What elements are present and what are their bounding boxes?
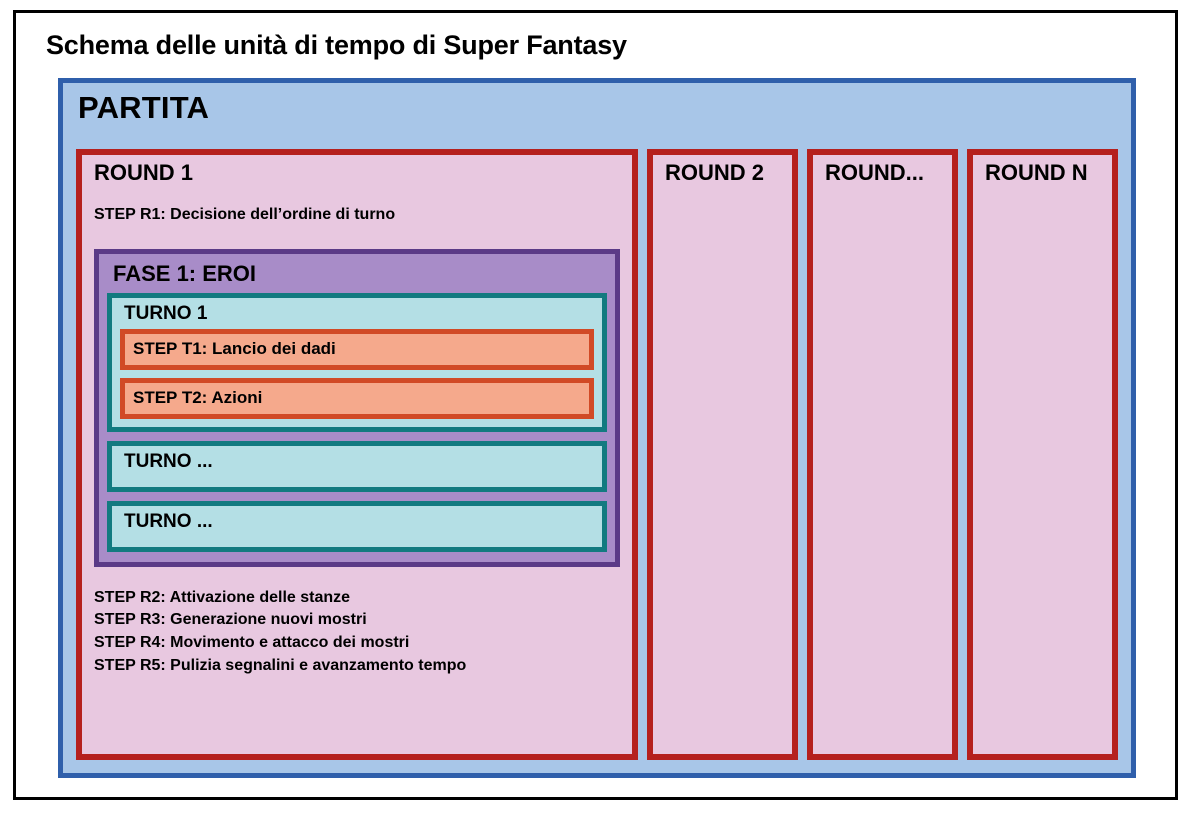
round-step-r1: STEP R1: Decisione dell’ordine di turno [94,206,396,223]
turn-step-label-t2: STEP T2: Azioni [133,387,263,407]
turn-step-box-t2[interactable]: STEP T2: Azioni [120,377,594,419]
round-body-1: STEP R1: Decisione dell’ordine di turno … [82,195,632,754]
round-label-1: ROUND 1 [94,160,194,185]
diagram-frame: Schema delle unità di tempo di Super Fan… [13,10,1178,800]
fase-box-1[interactable]: FASE 1: EROI TURNO 1 STEP T1: Lancio dei… [94,248,620,567]
turno-box-3[interactable]: TURNO ... [107,500,607,552]
turno-label-3: TURNO ... [124,510,213,532]
partita-container: PARTITA ROUND 1 STEP R1: Decisione dell’… [58,78,1136,778]
turn-step-box-t1[interactable]: STEP T1: Lancio dei dadi [120,328,594,370]
rounds-row: ROUND 1 STEP R1: Decisione dell’ordine d… [76,149,1118,760]
round-box-n[interactable]: ROUND N [967,149,1118,760]
partita-label: PARTITA [78,90,210,125]
turno-label-2: TURNO ... [124,450,213,472]
page-title: Schema delle unità di tempo di Super Fan… [46,30,627,60]
turn-step-label-t1: STEP T1: Lancio dei dadi [133,338,336,358]
round-step-r4: STEP R4: Movimento e attacco dei mostri [94,634,410,652]
round-label-2: ROUND 2 [665,160,765,185]
turno-box-2[interactable]: TURNO ... [107,440,607,492]
round-box-1[interactable]: ROUND 1 STEP R1: Decisione dell’ordine d… [76,149,638,760]
round-label-n: ROUND N [985,160,1088,185]
round-step-r3: STEP R3: Generazione nuovi mostri [94,611,367,629]
round-box-ellipsis[interactable]: ROUND... [807,149,958,760]
round-step-r2: STEP R2: Attivazione delle stanze [94,588,351,606]
round-box-2[interactable]: ROUND 2 [647,149,798,760]
round-steps-tail: STEP R2: Attivazione delle stanze STEP R… [94,587,620,678]
turno-label-1: TURNO 1 [124,302,208,324]
round-step-r5: STEP R5: Pulizia segnalini e avanzamento… [94,656,467,674]
round-label-ellipsis: ROUND... [825,160,924,185]
turno-box-1[interactable]: TURNO 1 STEP T1: Lancio dei dadi STEP T2… [107,292,607,432]
fase-label-1: FASE 1: EROI [113,260,257,286]
